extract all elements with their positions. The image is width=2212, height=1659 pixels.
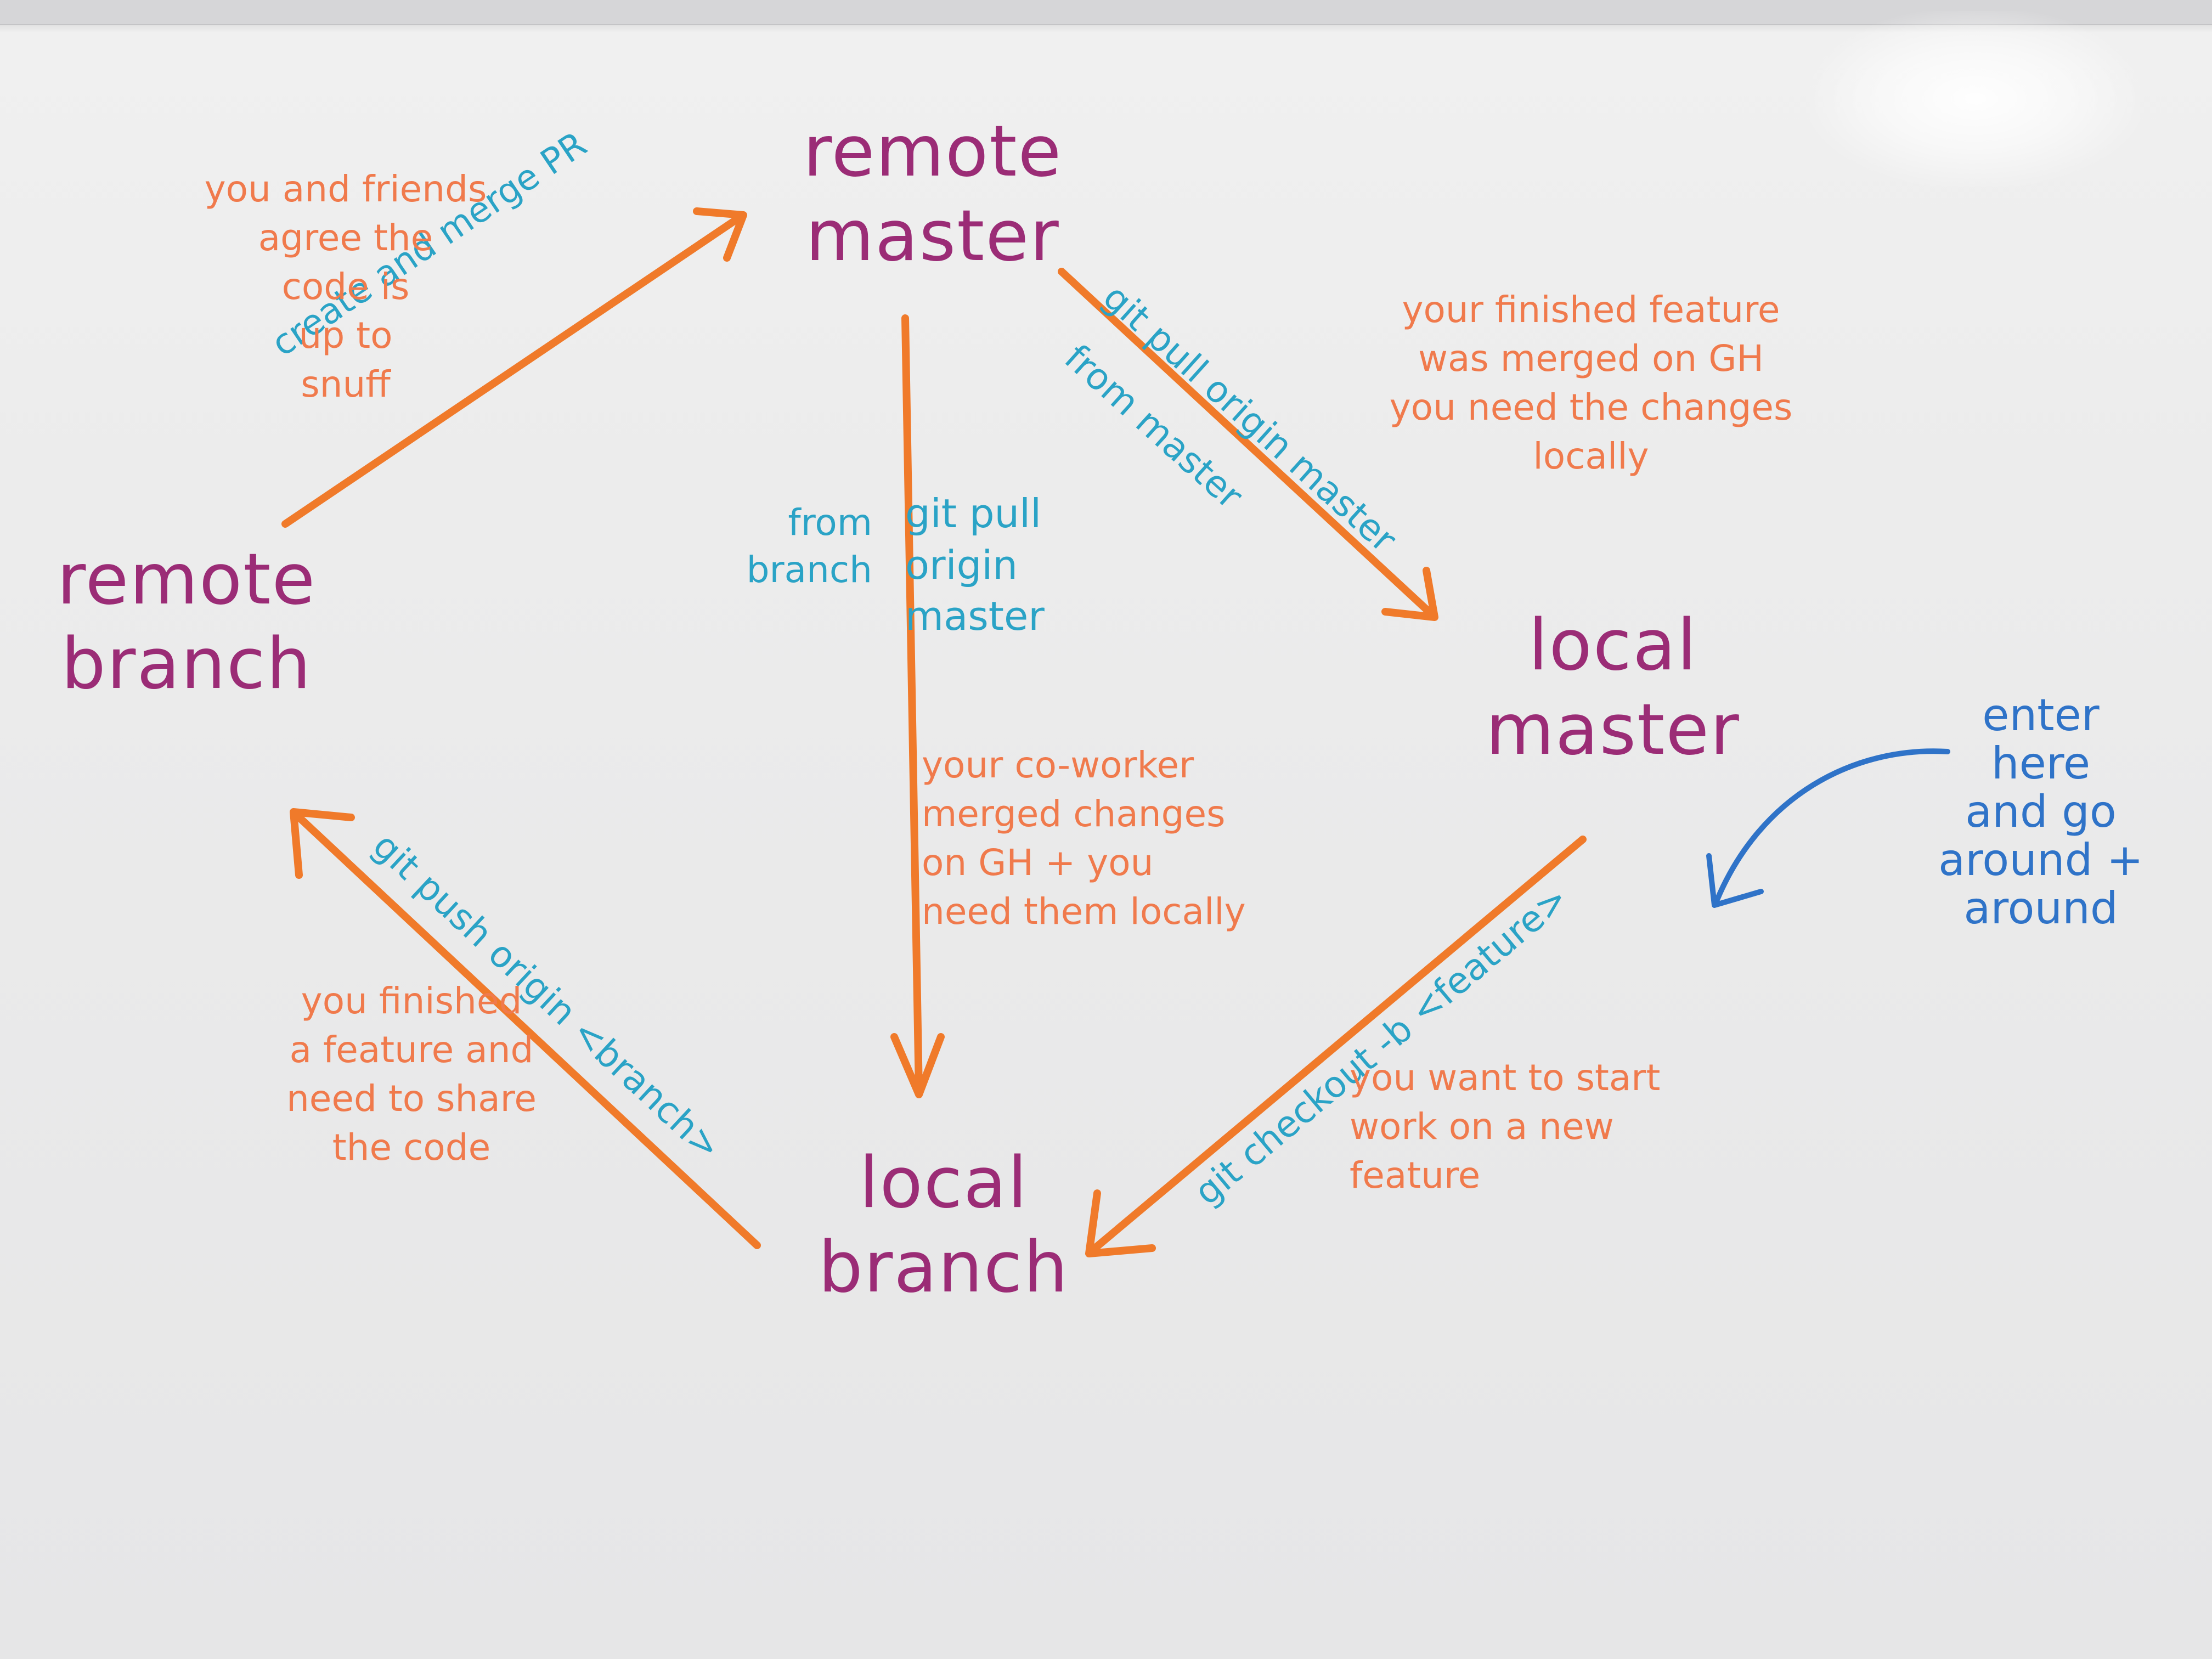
arrowhead-local-branch-right — [1085, 1189, 1156, 1257]
entry-arrowhead — [1706, 853, 1764, 908]
note-feature-merged: your finished feature was merged on GH y… — [1389, 289, 1793, 478]
arrowhead-local-master — [1381, 567, 1438, 621]
note-finished-feature: you finished a feature and need to share… — [286, 980, 537, 1169]
arrowhead-remote-master-left — [693, 207, 747, 262]
arrow-push-to-remote-branch — [292, 811, 761, 1249]
note-coworker-merged: your co-worker merged changes on GH + yo… — [922, 744, 1246, 933]
arrow-checkout-new-branch — [1088, 836, 1587, 1255]
light-glare — [1810, 11, 2140, 187]
label-from-branch: from branch — [746, 501, 872, 591]
node-remote-branch: remote branch — [57, 539, 317, 705]
note-start-new-feature: you want to start work on a new feature — [1350, 1057, 1661, 1197]
node-remote-master: remote master — [803, 111, 1063, 277]
arrowhead-local-branch-top — [890, 1033, 945, 1098]
note-enter-here: enter here and go around + around — [1938, 690, 2143, 934]
arrow-pull-to-local-master — [1058, 268, 1436, 618]
arrowhead-remote-branch — [290, 808, 355, 879]
node-local-master: local master — [1486, 605, 1740, 771]
entry-arrow — [1714, 748, 1950, 902]
arrow-pull-to-local-branch — [901, 314, 923, 1096]
label-git-pull-vertical: git pull origin master — [905, 490, 1045, 640]
arrow-create-merge-pr — [281, 213, 744, 528]
node-local-branch: local branch — [818, 1142, 1069, 1308]
note-agree-code: you and friends agree the code is up to … — [204, 168, 487, 406]
